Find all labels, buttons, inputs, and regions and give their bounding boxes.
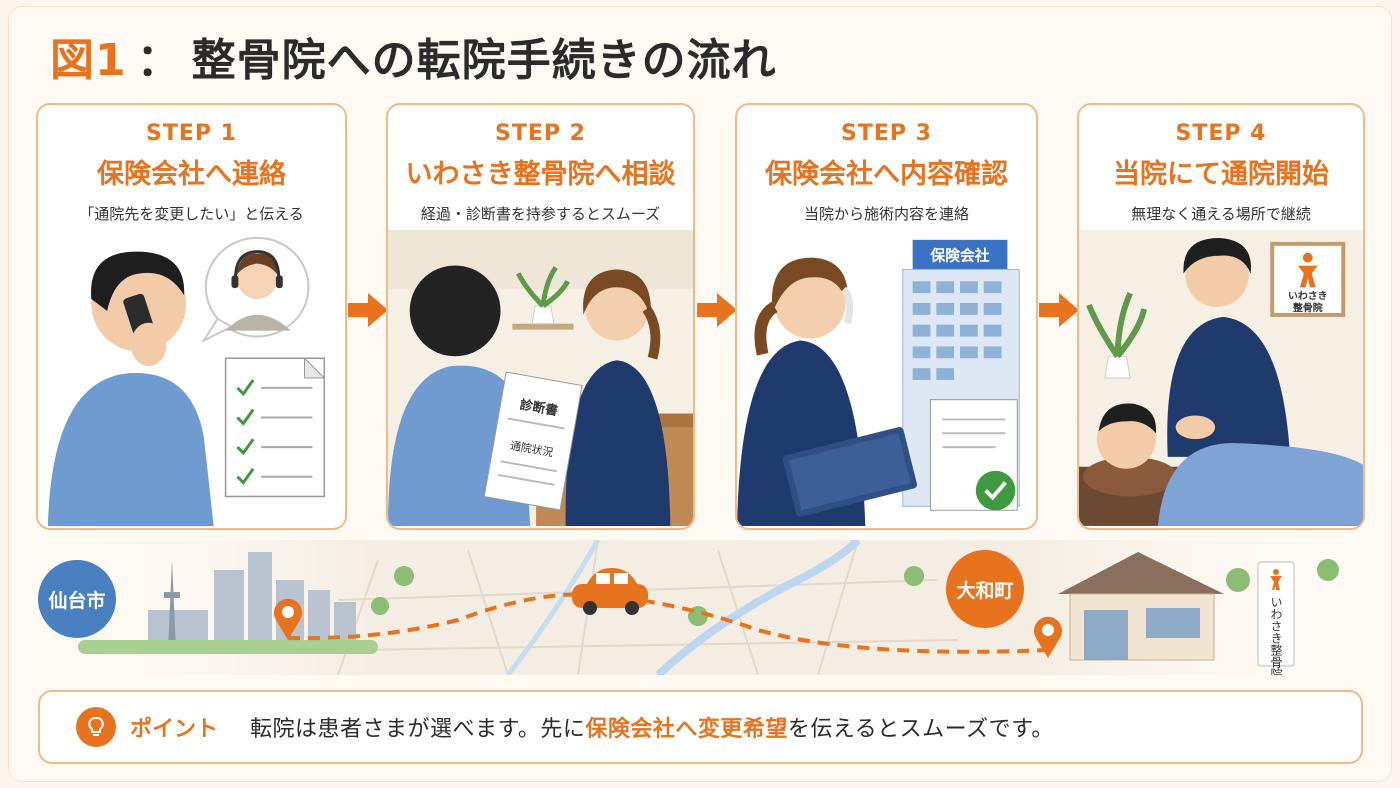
title-separator: ：: [136, 35, 182, 86]
treatment-illustration: いわさき 整骨院: [1079, 230, 1363, 526]
step-illustration: いわさき 整骨院: [1079, 228, 1363, 528]
document-label: 診断書: [519, 397, 560, 419]
headset-operator-icon: [225, 250, 291, 331]
building-sign: 保険会社: [929, 247, 989, 265]
step-description: 経過・診断書を持参するとスムーズ: [420, 205, 661, 223]
arrow-right-icon: [697, 293, 737, 327]
checklist-icon: [224, 357, 326, 498]
map-pin-icon: [274, 598, 302, 640]
point-text-part: 転院は患者さまが選べます。先に: [250, 717, 586, 742]
point-label: ポイント: [130, 717, 219, 742]
step-label: STEP 4: [1175, 121, 1267, 146]
route-map: いわさき整骨院 仙台市 大和町: [38, 540, 1363, 675]
step-label: STEP 1: [146, 121, 237, 146]
step-description: 無理なく通える場所で継続: [1131, 205, 1311, 223]
point-text: 転院は患者さまが選べます。先に保険会社へ変更希望を伝えるとスムーズです。: [250, 711, 1054, 743]
point-text-part: を伝えるとスムーズです。: [787, 717, 1054, 742]
lightbulb-icon: [76, 707, 116, 747]
destination-badge: 大和町: [946, 550, 1024, 628]
map-pin-icon: [1034, 616, 1062, 658]
title-text: 整骨院への転院手続きの流れ: [191, 35, 777, 86]
clinic-pole-text: いわさき整骨院: [1269, 596, 1283, 675]
step-description: 「通院先を変更したい」と伝える: [79, 205, 304, 223]
clinic-logo-icon: [1270, 569, 1282, 590]
origin-badge: 仙台市: [38, 560, 116, 638]
step-card-1: STEP 1 保険会社へ連絡 「通院先を変更したい」と伝える: [36, 103, 347, 530]
arrow-right-icon: [348, 293, 388, 327]
reception-consultation-illustration: 診断書 通院状況: [388, 229, 693, 527]
figure-number: 図1: [50, 35, 127, 86]
step-illustration: 保険会社: [737, 228, 1036, 528]
step-illustration: [38, 228, 345, 528]
man-calling-illustration: [38, 229, 345, 527]
clinic-logo-icon: [1297, 252, 1318, 288]
point-highlight: 保険会社へ変更希望: [585, 717, 788, 742]
check-circle-icon: [975, 470, 1016, 511]
point-box: ポイント 転院は患者さまが選べます。先に保険会社へ変更希望を伝えるとスムーズです…: [38, 690, 1363, 764]
step-title: 当院にて通院開始: [1113, 159, 1329, 190]
phone-icon: [840, 286, 854, 324]
step-label: STEP 2: [495, 121, 586, 146]
step-illustration: 診断書 通院状況: [388, 228, 693, 528]
step-card-2: STEP 2 いわさき整骨院へ相談 経過・診断書を持参するとスムーズ: [386, 103, 695, 530]
car-icon: [572, 568, 648, 615]
step-title: 保険会社へ連絡: [97, 159, 286, 190]
step-card-4: STEP 4 当院にて通院開始 無理なく通える場所で継続 いわさき 整骨院: [1077, 103, 1365, 530]
arrow-right-icon: [1039, 293, 1079, 327]
page-title: 図1 ： 整骨院への転院手続きの流れ: [50, 26, 777, 86]
step-description: 当院から施術内容を連絡: [803, 205, 969, 223]
clinic-sign-text: 整骨院: [1292, 301, 1323, 314]
step-card-3: STEP 3 保険会社へ内容確認 当院から施術内容を連絡 保険会社: [735, 103, 1038, 530]
step-title: いわさき整骨院へ相談: [405, 159, 676, 190]
phone-confirmation-illustration: 保険会社: [737, 229, 1036, 527]
route-map-illustration: いわさき整骨院: [38, 540, 1363, 675]
clinic-sign-text: いわさき: [1288, 290, 1327, 302]
step-label: STEP 3: [841, 121, 932, 146]
step-title: 保険会社へ内容確認: [765, 159, 1008, 190]
